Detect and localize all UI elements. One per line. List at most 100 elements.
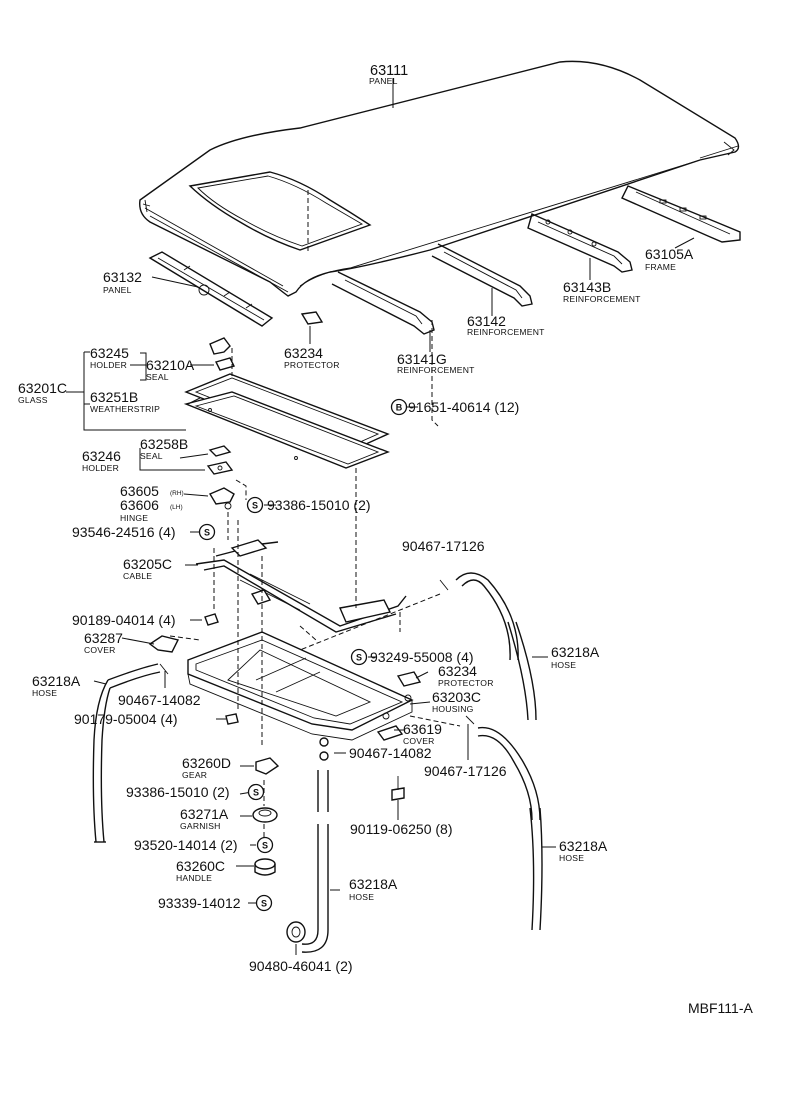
part-labels: 63111 PANEL 63105A FRAME 63143B REINFORC… xyxy=(18,63,753,1016)
glass-63201c-drawing xyxy=(183,373,390,469)
label-63218a-r1-no: 63218A xyxy=(551,644,600,660)
cover-63287-drawing xyxy=(148,635,180,653)
label-63258b-no: 63258B xyxy=(140,436,188,452)
housing-63203c-drawing xyxy=(187,631,414,741)
label-90467d-no: 90467-17126 xyxy=(424,763,507,779)
label-90119-no: 90119-06250 (8) xyxy=(350,821,452,837)
label-63234-upper-no: 63234 xyxy=(284,345,323,361)
label-63287-no: 63287 xyxy=(84,630,123,646)
label-63203c-no: 63203C xyxy=(432,689,481,705)
assembly-dash-lines xyxy=(169,190,461,856)
label-63141g-name: REINFORCEMENT xyxy=(397,365,475,375)
fastener-drawings xyxy=(159,579,475,801)
label-63142-no: 63142 xyxy=(467,313,506,329)
label-63619-no: 63619 xyxy=(403,721,442,737)
label-63203c-name: HOUSING xyxy=(432,704,474,714)
label-63201c-no: 63201C xyxy=(18,380,67,396)
label-63246-no: 63246 xyxy=(82,448,121,464)
label-63141g-no: 63141G xyxy=(397,351,447,367)
svg-text:B: B xyxy=(396,403,403,413)
hinge-63605-drawing xyxy=(208,487,235,510)
label-93520-no: 93520-14014 (2) xyxy=(134,837,238,853)
garnish-63271a-drawing xyxy=(252,807,278,823)
protector-63234-upper-drawing xyxy=(300,311,324,325)
cable-63205c-drawing xyxy=(195,539,407,633)
label-63271a-no: 63271A xyxy=(180,806,229,822)
roof-panel-drawing xyxy=(139,60,740,297)
svg-text:S: S xyxy=(261,899,267,909)
gear-63260d-drawing xyxy=(255,757,280,775)
label-90467b-no: 90467-14082 xyxy=(118,692,201,708)
label-63205c-name: CABLE xyxy=(123,571,152,581)
label-63143b-no: 63143B xyxy=(563,279,611,295)
label-63258b-name: SEAL xyxy=(140,451,163,461)
reinforcement-63143b-drawing xyxy=(527,213,633,273)
svg-text:S: S xyxy=(253,788,259,798)
symbol-s-93339: S xyxy=(255,894,273,912)
label-63260d-no: 63260D xyxy=(182,755,231,771)
label-63287-name: COVER xyxy=(84,645,116,655)
label-63271a-name: GARNISH xyxy=(180,821,221,831)
label-90467a-no: 90467-17126 xyxy=(402,538,485,554)
label-63210a-name: SEAL xyxy=(146,372,169,382)
label-63606-no: 63606 xyxy=(120,497,159,513)
label-63143b-name: REINFORCEMENT xyxy=(563,294,641,304)
svg-text:S: S xyxy=(356,653,362,663)
label-63246-name: HOLDER xyxy=(82,463,119,473)
label-63111-name: PANEL xyxy=(369,76,398,86)
label-63132-no: 63132 xyxy=(103,269,142,285)
label-63606-suffix: (LH) xyxy=(170,504,183,511)
label-63619-name: COVER xyxy=(403,736,435,746)
label-93386b-no: 93386-15010 (2) xyxy=(126,784,230,800)
symbol-s-93249: S xyxy=(350,648,368,666)
label-63234-lower-name: PROTECTOR xyxy=(438,678,494,688)
cover-63619-drawing xyxy=(376,725,404,741)
symbol-s-93546: S xyxy=(198,523,216,541)
label-63605-no: 63605 xyxy=(120,483,159,499)
label-63205c-no: 63205C xyxy=(123,556,172,572)
svg-text:S: S xyxy=(262,841,268,851)
label-63605-suffix: (RH) xyxy=(170,490,184,497)
label-63218a-l-name: HOSE xyxy=(32,688,57,698)
hose-drawings xyxy=(92,572,543,953)
label-63105a-name: FRAME xyxy=(645,262,676,272)
diagram-id: MBF111-A xyxy=(688,1000,753,1016)
symbol-b-91651: B xyxy=(390,398,408,416)
grommet-90480-drawing xyxy=(286,921,306,943)
label-90480-no: 90480-46041 (2) xyxy=(249,958,353,974)
label-93339-no: 93339-14012 xyxy=(158,895,241,911)
label-63111-no: 63111 xyxy=(370,63,408,79)
reinforcement-63141g-drawing xyxy=(331,271,435,335)
label-63142-name: REINFORCEMENT xyxy=(467,327,545,337)
svg-text:S: S xyxy=(252,501,258,511)
label-93249-no: 93249-55008 (4) xyxy=(370,649,474,665)
label-63251b-no: 63251B xyxy=(90,389,138,405)
label-63245-name: HOLDER xyxy=(90,360,127,370)
symbol-s-93386b: S xyxy=(247,783,265,801)
protector-63234-lower-drawing xyxy=(396,671,422,687)
symbol-s-93386a: S xyxy=(246,496,264,514)
label-63260c-no: 63260C xyxy=(176,858,225,874)
frame-63105a-drawing xyxy=(621,185,741,243)
label-63218a-r2-no: 63218A xyxy=(559,838,608,854)
label-63132-name: PANEL xyxy=(103,285,132,295)
label-63210a-no: 63210A xyxy=(146,357,195,373)
label-63218a-b-name: HOSE xyxy=(349,892,374,902)
label-63260d-name: GEAR xyxy=(182,770,207,780)
label-63606-name: HINGE xyxy=(120,513,148,523)
label-63218a-l-no: 63218A xyxy=(32,673,81,689)
label-63234-upper-name: PROTECTOR xyxy=(284,360,340,370)
holder-63245-drawing xyxy=(209,337,236,371)
label-63218a-r1-name: HOSE xyxy=(551,660,576,670)
label-90189-no: 90189-04014 (4) xyxy=(72,612,176,628)
label-63105a-no: 63105A xyxy=(645,246,694,262)
handle-63260c-drawing xyxy=(254,858,276,876)
label-90467c-no: 90467-14082 xyxy=(349,745,432,761)
label-63218a-b-no: 63218A xyxy=(349,876,398,892)
label-63201c-name: GLASS xyxy=(18,395,48,405)
leader-lines xyxy=(66,78,695,955)
symbol-s-93520: S xyxy=(256,836,274,854)
label-63245-no: 63245 xyxy=(90,345,129,361)
